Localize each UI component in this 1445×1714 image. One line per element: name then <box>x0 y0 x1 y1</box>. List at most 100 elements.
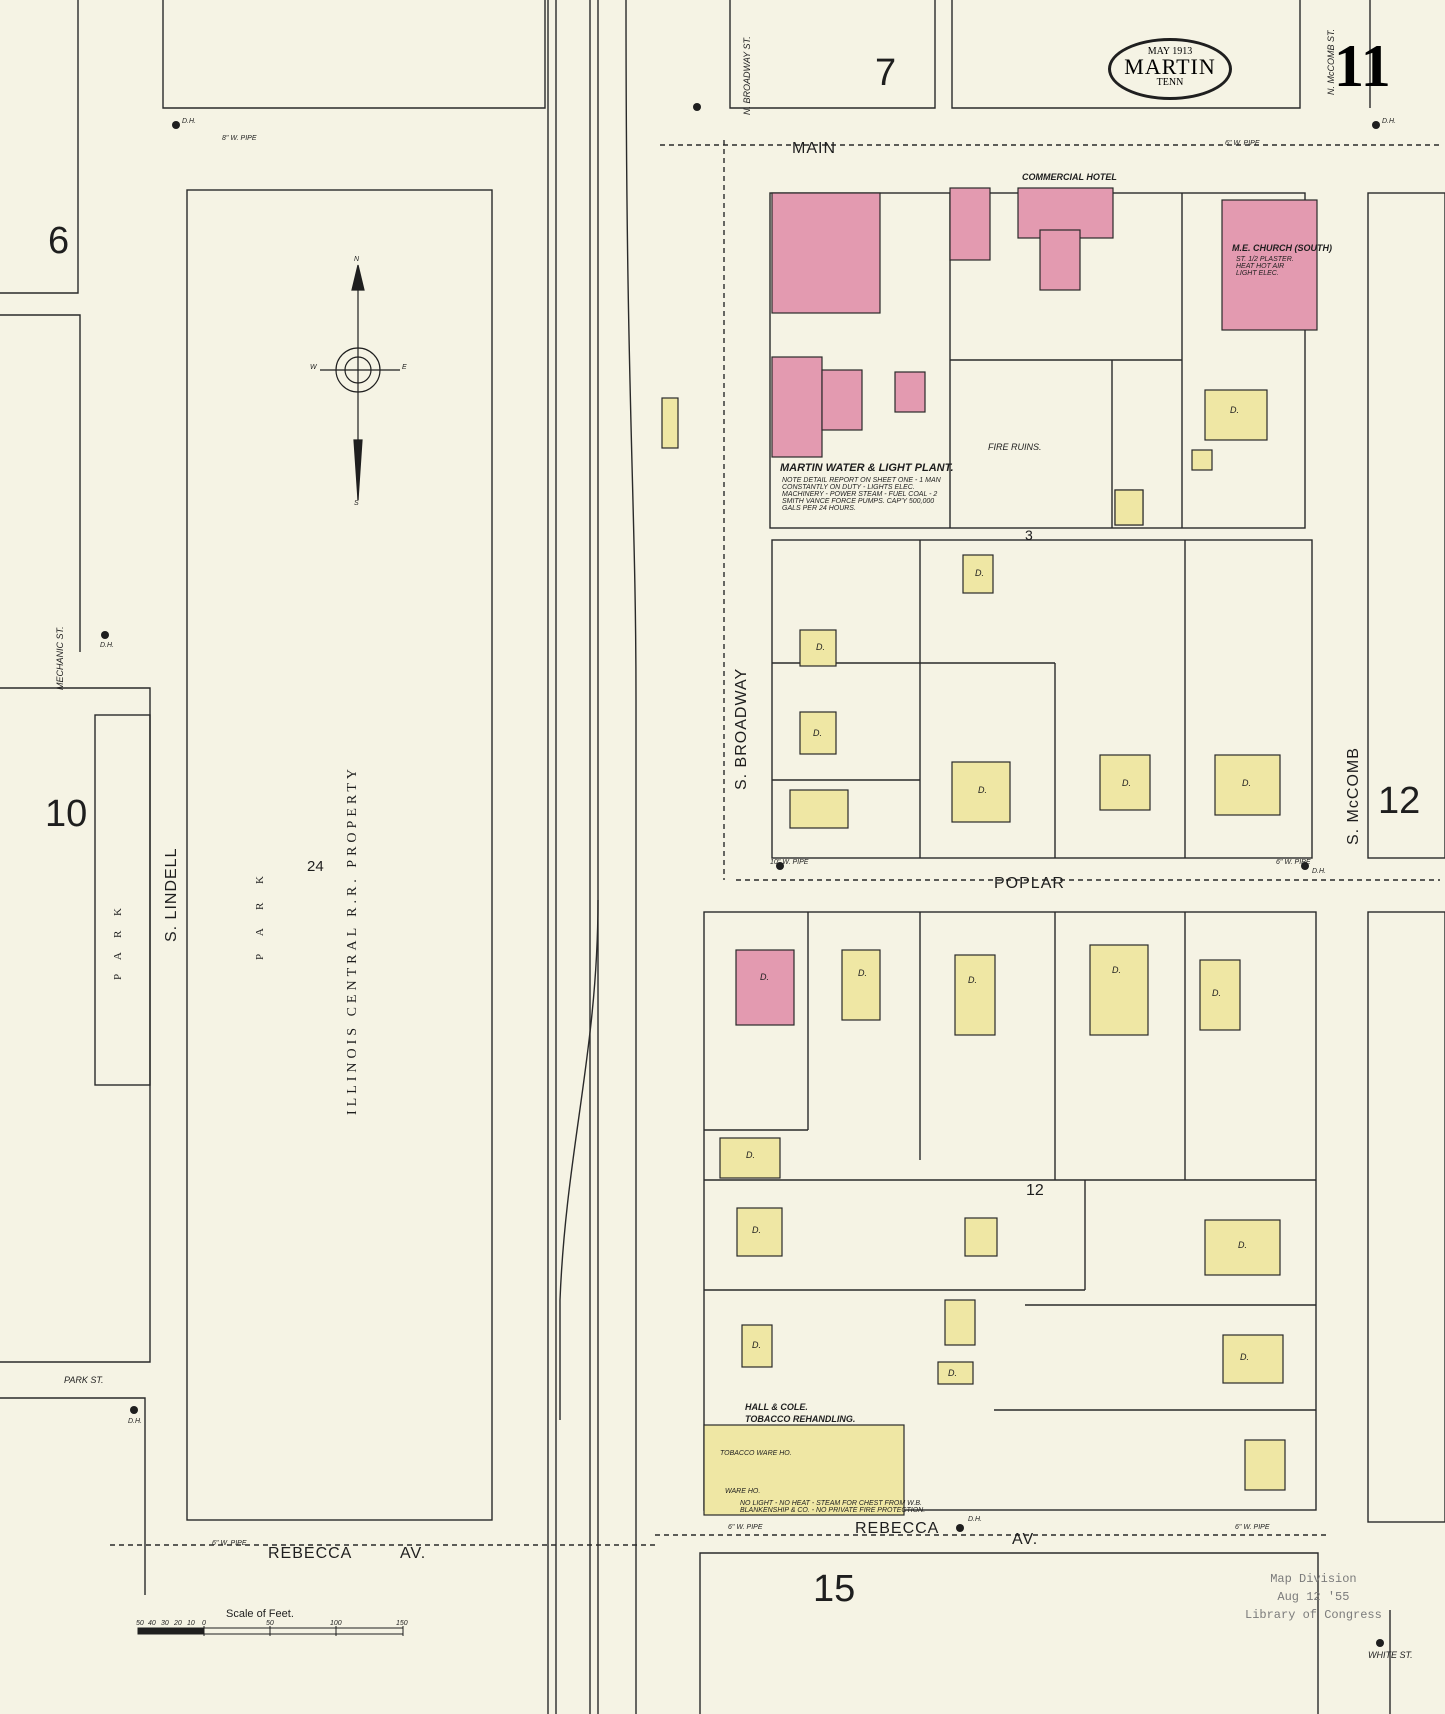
street-av-east: AV. <box>1012 1531 1039 1548</box>
dwelling-label: D. <box>816 642 825 652</box>
hydrant-marker <box>1376 1639 1384 1647</box>
block-number-6: 6 <box>48 220 70 262</box>
scale-tick: 150 <box>396 1620 408 1627</box>
railroad-label: ILLINOIS CENTRAL R.R. PROPERTY <box>345 764 360 1115</box>
dwelling-label: D. <box>968 975 977 985</box>
tobacco-warehouse <box>703 1424 905 1516</box>
scale-tick: 50 <box>136 1620 144 1627</box>
block-outline-block10b <box>0 687 151 1363</box>
water-pipe-label: 6" W. PIPE <box>1225 140 1260 147</box>
scale-tick: 0 <box>202 1620 206 1627</box>
dwelling-label: D. <box>760 972 769 982</box>
commercial-hotel-label: COMMERCIAL HOTEL <box>1022 172 1117 182</box>
frame-building-8 <box>951 761 1011 823</box>
stamp-line: Aug 12 '55 <box>1277 1590 1350 1604</box>
scale-tick: 40 <box>148 1620 156 1627</box>
dh-label: D.H. <box>128 1418 142 1425</box>
block-outline-east-strip <box>1367 192 1445 859</box>
dwelling-label: D. <box>858 968 867 978</box>
brick-water-plant-3 <box>894 371 926 413</box>
tobacco-note: NO LIGHT - NO HEAT - STEAM FOR CHEST FRO… <box>740 1500 926 1514</box>
frame-building-4 <box>962 554 994 594</box>
frame-building-12 <box>954 954 996 1036</box>
street-white-st: WHITE ST. <box>1368 1650 1413 1660</box>
frame-building-13 <box>1089 944 1149 1036</box>
block-outline-block7 <box>729 0 936 109</box>
block-number-7: 7 <box>875 52 897 94</box>
frame-building-20 <box>944 1299 976 1346</box>
brick-water-plant <box>771 356 823 458</box>
street-main: MAIN <box>792 140 836 157</box>
compass-w: W <box>310 364 317 371</box>
dh-label: D.H. <box>1382 118 1396 125</box>
block-outline-block10 <box>0 314 81 652</box>
street-n-broadway: N. BROADWAY ST. <box>742 36 752 115</box>
street-rebecca-east: REBECCA <box>855 1520 940 1537</box>
tobacco-label-2: TOBACCO REHANDLING. <box>745 1414 856 1424</box>
street-s-mccomb: S. McCOMB <box>1345 747 1362 845</box>
frame-building-18 <box>1204 1219 1281 1276</box>
brick-water-plant-2 <box>821 369 863 431</box>
street-s-broadway: S. BROADWAY <box>733 667 750 790</box>
stamp-line: Library of Congress <box>1245 1608 1382 1622</box>
hydrant-marker <box>130 1406 138 1414</box>
scale-tick: 20 <box>174 1620 182 1627</box>
tobacco-label-1: HALL & COLE. <box>745 1402 808 1412</box>
church-label: M.E. CHURCH (SOUTH) <box>1232 243 1332 253</box>
water-pipe-label: 8" W. PIPE <box>222 135 257 142</box>
frame-building-11 <box>841 949 881 1021</box>
frame-building-17 <box>964 1217 998 1257</box>
block-outline-bottom-left <box>0 1397 146 1595</box>
dwelling-label: D. <box>752 1340 761 1350</box>
block-number-12: 12 <box>1026 1182 1044 1199</box>
hydrant-marker <box>1301 862 1309 870</box>
sheet-number: 11 <box>1334 33 1391 99</box>
frame-building-15 <box>719 1137 781 1179</box>
tobacco-ware-label: TOBACCO WARE HO. <box>720 1450 792 1457</box>
dwelling-label: D. <box>1240 1352 1249 1362</box>
dwelling-label: D. <box>975 568 984 578</box>
block-number-24: 24 <box>307 858 324 875</box>
block-number-12-sheet: 12 <box>1378 780 1421 822</box>
block-number-3: 3 <box>1025 527 1033 543</box>
block-number-15: 15 <box>813 1568 856 1610</box>
street-mechanic-st: MECHANIC ST. <box>55 626 65 690</box>
scale-tick: 10 <box>187 1620 195 1627</box>
dh-label: D.H. <box>968 1516 982 1523</box>
block-outline-block-12 <box>703 911 1317 1511</box>
frame-building-6 <box>799 711 837 755</box>
frame-shed-1 <box>661 397 679 449</box>
frame-building-1 <box>1204 389 1268 441</box>
block-outline-middle <box>771 539 1313 859</box>
frame-building-14 <box>1199 959 1241 1031</box>
brick-building-hotel-rear <box>1039 229 1081 291</box>
stamp-line: Map Division <box>1270 1572 1357 1586</box>
dwelling-label: D. <box>978 785 987 795</box>
church-note: ST. 1/2 PLASTER. HEAT HOT AIR LIGHT ELEC… <box>1236 256 1294 277</box>
block-outline-top-left <box>162 0 546 109</box>
block-outline-top-center <box>951 0 1301 109</box>
block-outline-east-strip-2 <box>1367 911 1445 1523</box>
park-label-west: P A R K <box>112 902 124 980</box>
frame-building-7 <box>789 789 849 829</box>
dwelling-label: D. <box>1230 405 1239 415</box>
title-cartouche: MAY 1913 MARTIN TENN <box>1108 38 1232 100</box>
frame-building-9 <box>1099 754 1151 811</box>
street-rebecca-west: REBECCA <box>268 1545 353 1562</box>
sheet-date: MAY 1913 <box>1147 46 1193 57</box>
block-outline-block15 <box>699 1552 1319 1714</box>
hydrant-marker <box>693 103 701 111</box>
scale-tick: 100 <box>330 1620 342 1627</box>
dwelling-label: D. <box>746 1150 755 1160</box>
park-label-main: P A R K <box>254 868 266 960</box>
scale-bar <box>137 1626 404 1636</box>
park-block-outline <box>186 189 493 1521</box>
frame-building-10 <box>1214 754 1281 816</box>
frame-building-16 <box>736 1207 783 1257</box>
library-stamp: Map Division Aug 12 '55 Library of Congr… <box>1245 1570 1382 1624</box>
water-pipe-label: 6" W. PIPE <box>728 1524 763 1531</box>
hydrant-marker <box>172 121 180 129</box>
scale-tick: 50 <box>266 1620 274 1627</box>
brick-building-main-1 <box>771 192 881 314</box>
hydrant-marker <box>956 1524 964 1532</box>
